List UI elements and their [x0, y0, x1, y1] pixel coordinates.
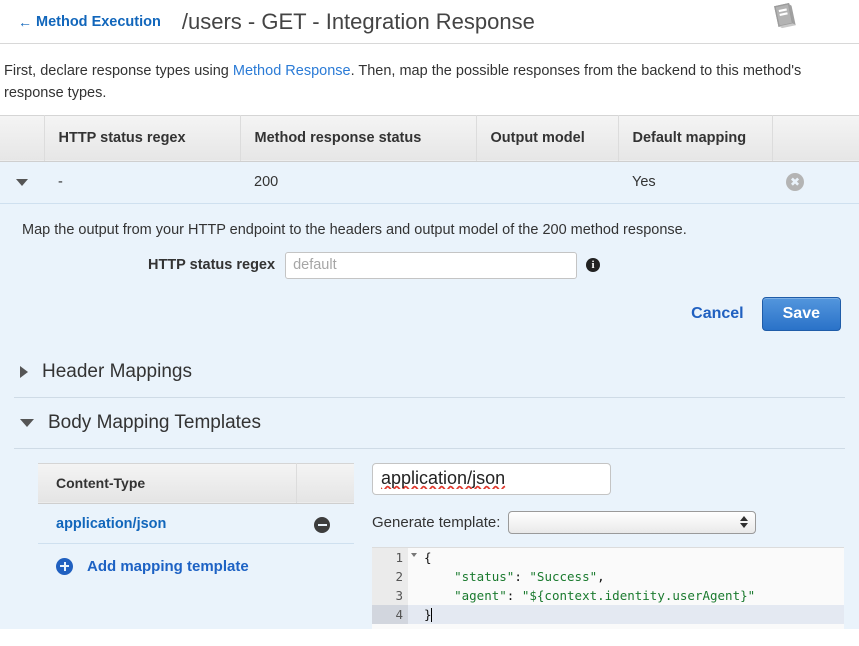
code-text: {	[424, 549, 432, 565]
code-line[interactable]: 1 {	[372, 547, 844, 567]
mapping-template-code-editor[interactable]: 1 { 2 "status": "Success", 3 "agent": "$…	[372, 546, 844, 629]
delete-circle-icon[interactable]: ✖	[786, 173, 804, 192]
body-mapping-templates-section: Body Mapping Templates Content-Type appl…	[0, 397, 859, 629]
content-type-remove-cell[interactable]	[296, 503, 354, 544]
code-line[interactable]: 4 }	[372, 604, 844, 624]
table-header-row: HTTP status regex Method response status…	[0, 114, 859, 162]
book-icon[interactable]	[771, 1, 797, 31]
section-divider	[14, 396, 845, 398]
http-status-regex-input[interactable]	[285, 251, 578, 279]
code-text: "status": "Success",	[454, 568, 605, 584]
cell-http-status-regex: -	[44, 161, 240, 204]
col-http-status-regex: HTTP status regex	[44, 114, 241, 162]
content-type-header-row: Content-Type	[38, 462, 354, 504]
plus-circle-icon[interactable]	[56, 557, 73, 575]
intro-text: First, declare response types using Meth…	[0, 44, 856, 115]
body-mapping-templates-toggle[interactable]: Body Mapping Templates	[0, 398, 859, 448]
col-expander	[0, 114, 45, 162]
integration-response-table: HTTP status regex Method response status…	[0, 114, 859, 204]
body-mapping-templates-title: Body Mapping Templates	[48, 411, 261, 433]
line-number: 3	[372, 585, 408, 605]
cell-method-response-status: 200	[240, 161, 476, 204]
cancel-button[interactable]: Cancel	[691, 304, 744, 322]
caret-down-icon-section[interactable]	[20, 418, 34, 427]
integration-response-detail-panel: Map the output from your HTTP endpoint t…	[0, 203, 859, 347]
fold-caret-icon	[411, 552, 417, 557]
minus-circle-icon[interactable]	[314, 517, 330, 534]
section-divider-2	[14, 447, 845, 449]
code-line[interactable]: 3 "agent": "${context.identity.userAgent…	[372, 585, 844, 605]
code-line[interactable]: 2 "status": "Success",	[372, 566, 844, 586]
text-cursor	[430, 607, 432, 622]
page-title: /users - GET - Integration Response	[181, 8, 535, 34]
generate-template-label: Generate template:	[372, 513, 501, 531]
content-type-cell[interactable]: application/json	[38, 503, 296, 544]
add-mapping-template-row[interactable]: Add mapping template	[38, 544, 372, 575]
stepper-arrows-icon	[740, 516, 749, 529]
content-type-col-header: Content-Type	[38, 462, 297, 504]
content-type-table: Content-Type application/json	[38, 462, 354, 544]
cell-output-model	[476, 161, 618, 204]
table-row[interactable]: - 200 Yes ✖	[0, 161, 859, 204]
http-status-regex-field-row: HTTP status regex i	[0, 251, 859, 279]
caret-right-icon[interactable]	[20, 365, 28, 378]
method-response-link[interactable]: Method Response	[232, 63, 351, 79]
cell-default-mapping: Yes	[618, 161, 772, 204]
template-editor-column: Generate template: 1 { 2 "status": "Succ…	[372, 462, 859, 629]
content-type-actions-col-header	[296, 462, 354, 504]
col-method-response-status: Method response status	[240, 114, 477, 162]
body-mapping-body: Content-Type application/json	[0, 448, 859, 629]
header-mappings-title: Header Mappings	[42, 360, 192, 382]
save-button[interactable]: Save	[761, 296, 841, 331]
cell-actions[interactable]: ✖	[772, 161, 859, 204]
back-to-method-execution-link[interactable]: ← Method Execution	[18, 14, 161, 30]
back-arrow-icon: ←	[18, 13, 32, 30]
code-text: }	[424, 606, 432, 622]
content-type-input[interactable]	[372, 462, 611, 495]
page-header: ← Method Execution /users - GET - Integr…	[0, 0, 859, 44]
detail-button-row: Cancel Save	[0, 285, 859, 347]
line-number: 2	[372, 566, 408, 586]
http-status-regex-label: HTTP status regex	[148, 257, 276, 274]
generate-template-select[interactable]	[508, 510, 757, 534]
info-icon[interactable]: i	[586, 258, 601, 273]
header-mappings-section: Header Mappings	[0, 346, 859, 398]
generate-template-row: Generate template:	[372, 510, 853, 534]
intro-part1: First, declare response types using	[4, 63, 233, 79]
detail-description: Map the output from your HTTP endpoint t…	[22, 221, 687, 238]
add-mapping-template-link[interactable]: Add mapping template	[87, 557, 249, 575]
row-expander-cell[interactable]	[0, 161, 44, 204]
back-link-label: Method Execution	[36, 13, 161, 30]
header-mappings-toggle[interactable]: Header Mappings	[0, 347, 859, 397]
code-text: "agent": "${context.identity.userAgent}"	[454, 587, 756, 603]
content-type-column: Content-Type application/json	[0, 462, 372, 629]
intro-part2: . Then, map the possible responses from …	[4, 63, 802, 102]
content-type-link-application-json[interactable]: application/json	[56, 515, 167, 532]
col-default-mapping: Default mapping	[618, 114, 773, 162]
col-output-model: Output model	[476, 114, 619, 162]
list-item[interactable]: application/json	[38, 503, 354, 544]
line-number: 4	[372, 604, 408, 624]
line-number: 1	[372, 547, 417, 567]
col-actions	[772, 114, 859, 162]
caret-down-icon[interactable]	[16, 179, 28, 187]
